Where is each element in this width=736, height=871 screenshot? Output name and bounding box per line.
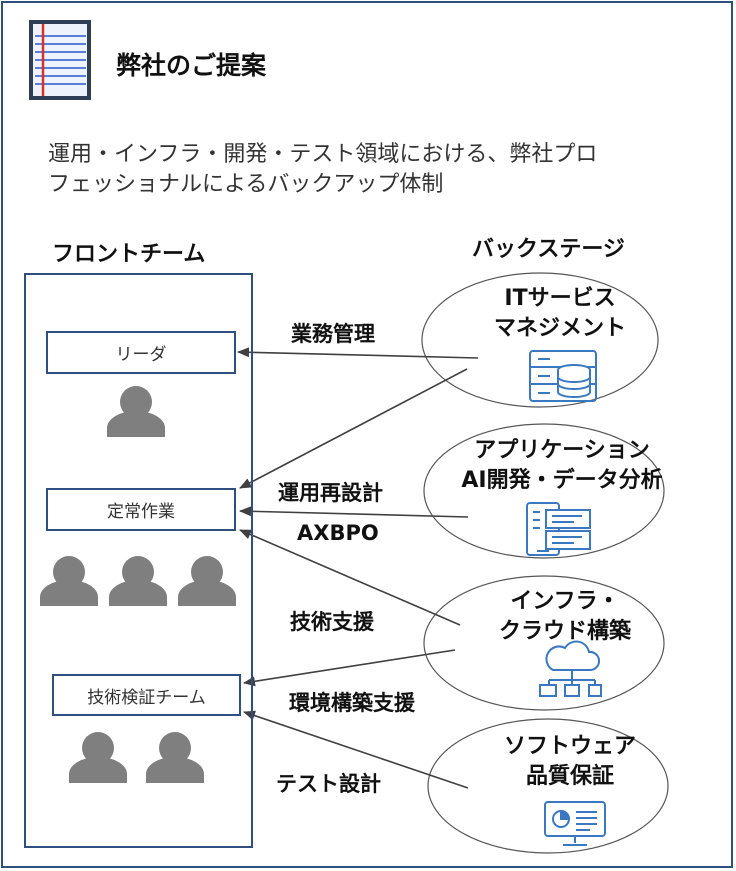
service-line: アプリケーション bbox=[474, 438, 650, 463]
back-stage-heading: バックステージ bbox=[472, 237, 625, 262]
arrow-gijutsu-shien bbox=[239, 529, 461, 626]
service-line: ソフトウェア bbox=[503, 734, 636, 759]
service-line: インフラ・ bbox=[510, 589, 620, 614]
arrow-label-gijutsu-shien: 技術支援 bbox=[290, 610, 374, 634]
service-label-itsm: ITサービス マネジメント bbox=[450, 284, 670, 344]
front-team-panel bbox=[24, 273, 253, 848]
service-line: クラウド構築 bbox=[498, 619, 631, 644]
front-team-heading: フロントチーム bbox=[52, 242, 206, 267]
service-ellipse-qa bbox=[427, 718, 669, 854]
service-label-infra: インフラ・ クラウド構築 bbox=[455, 587, 675, 647]
role-box-leader: リーダ bbox=[46, 331, 236, 374]
app-screens-icon bbox=[526, 502, 591, 556]
service-line: ITサービス bbox=[504, 286, 616, 311]
arrow-test-sekkei bbox=[243, 710, 469, 789]
arrow-label-test-sekkei: テスト設計 bbox=[276, 772, 381, 796]
service-line: マネジメント bbox=[493, 316, 626, 341]
role-box-routine-work: 定常作業 bbox=[46, 488, 236, 531]
arrow-axbpo bbox=[239, 506, 469, 518]
service-line: AI開発・データ分析 bbox=[461, 468, 663, 493]
service-line: 品質保証 bbox=[525, 764, 614, 789]
service-ellipse-app bbox=[423, 423, 665, 559]
service-ellipse-itsm bbox=[421, 272, 659, 408]
cloud-network-icon bbox=[539, 640, 602, 697]
arrow-kankyo-kochiku bbox=[243, 649, 456, 687]
arrow-label-axbpo: AXBPO bbox=[297, 521, 379, 545]
arrow-gyomu-kanri bbox=[237, 347, 479, 359]
service-label-app: アプリケーション AI開発・データ分析 bbox=[452, 436, 672, 496]
person-icon bbox=[107, 386, 165, 437]
service-ellipse-infra bbox=[423, 575, 665, 711]
arrow-unyo-saisekkei bbox=[239, 368, 468, 489]
server-database-icon bbox=[529, 350, 597, 402]
page-title: 弊社のご提案 bbox=[116, 51, 267, 80]
subtitle: 運用・インフラ・開発・テスト領域における、弊社プロ フェッショナルによるバックア… bbox=[48, 140, 688, 200]
subtitle-line-2: フェッショナルによるバックアップ体制 bbox=[48, 172, 444, 197]
service-label-qa: ソフトウェア 品質保証 bbox=[460, 732, 680, 792]
subtitle-line-1: 運用・インフラ・開発・テスト領域における、弊社プロ bbox=[48, 142, 598, 167]
arrow-label-gyomu-kanri: 業務管理 bbox=[291, 322, 375, 346]
arrow-label-kankyo-kochiku: 環境構築支援 bbox=[289, 691, 415, 715]
person-icon bbox=[40, 556, 98, 606]
person-icon bbox=[146, 732, 204, 783]
person-icon bbox=[109, 556, 167, 606]
arrow-label-unyo-saisekkei: 運用再設計 bbox=[278, 481, 383, 505]
notepad-icon bbox=[29, 20, 91, 100]
role-box-tech-verification: 技術検証チーム bbox=[52, 674, 241, 716]
monitor-chart-icon bbox=[544, 801, 606, 846]
person-icon bbox=[178, 556, 236, 606]
person-icon bbox=[69, 732, 127, 783]
